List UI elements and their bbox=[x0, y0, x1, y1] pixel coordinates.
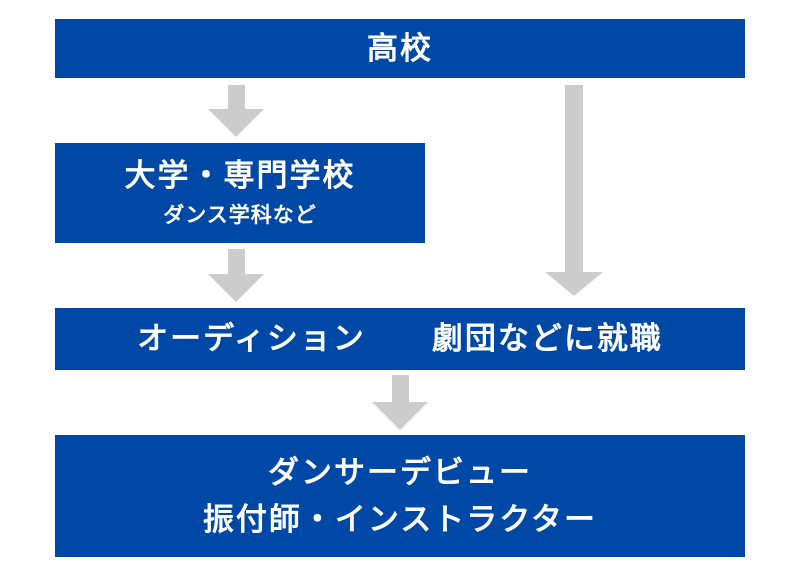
debut-label: ダンサーデビュー bbox=[268, 455, 532, 490]
choreographer-instructor-label: 振付師・インストラクター bbox=[202, 502, 598, 537]
employment-label: 劇団などに就職 bbox=[431, 321, 663, 357]
arrow-head bbox=[208, 109, 264, 137]
arrow-head bbox=[208, 274, 264, 302]
arrow-head bbox=[372, 402, 428, 430]
university-label: 大学・専門学校 bbox=[124, 157, 356, 193]
arrow-shaft bbox=[565, 85, 583, 272]
flow-box-dancer-debut: ダンサーデビュー 振付師・インストラクター bbox=[55, 435, 745, 557]
arrow-shaft bbox=[391, 375, 409, 402]
audition-label: オーディション bbox=[137, 321, 366, 357]
flow-box-highschool: 高校 bbox=[55, 19, 745, 78]
university-sublabel: ダンス学科など bbox=[163, 204, 317, 228]
down-arrow-icon-university-to-audition bbox=[208, 249, 264, 302]
highschool-label: 高校 bbox=[367, 30, 433, 66]
arrow-head bbox=[545, 272, 603, 296]
arrow-shaft bbox=[227, 249, 245, 274]
down-arrow-icon-highschool-to-university bbox=[208, 85, 264, 137]
flow-box-audition-employment: オーディション 劇団などに就職 bbox=[55, 308, 745, 370]
down-arrow-icon-highschool-to-employment bbox=[545, 85, 603, 296]
down-arrow-icon-audition-to-debut bbox=[372, 375, 428, 430]
arrow-shaft bbox=[227, 85, 245, 109]
flow-box-university: 大学・専門学校 ダンス学科など bbox=[55, 143, 425, 243]
